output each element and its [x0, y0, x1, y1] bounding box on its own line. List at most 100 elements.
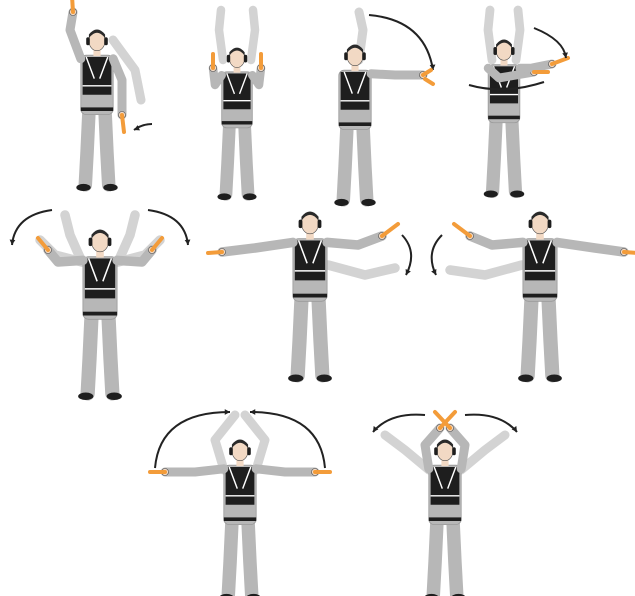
- arm: [222, 242, 293, 252]
- motion-arrow: [432, 235, 442, 275]
- safety-vest: [223, 74, 250, 110]
- right-leg: [512, 121, 516, 191]
- safety-vest: [525, 241, 555, 281]
- left-leg: [528, 299, 532, 375]
- marshaller-figure-2: [197, 0, 297, 190]
- left-ear-defender: [227, 55, 230, 63]
- left-ear-defender: [86, 37, 90, 45]
- right-ear-defender: [318, 220, 322, 229]
- arm: [113, 59, 122, 115]
- ghost-arm: [488, 10, 492, 60]
- marshaller-figure-5: [5, 200, 195, 400]
- arm: [70, 12, 81, 59]
- left-leg: [433, 523, 437, 595]
- safety-vest: [226, 467, 255, 505]
- left-leg: [85, 113, 89, 185]
- left-ear-defender: [529, 220, 533, 229]
- left-ear-defender: [344, 52, 348, 60]
- safety-vest: [83, 57, 112, 95]
- right-ear-defender: [104, 37, 108, 45]
- arm: [557, 242, 624, 252]
- left-shoe: [518, 374, 533, 382]
- ghost-arm: [219, 10, 223, 60]
- marshaller-figure-3: [325, 0, 425, 190]
- motion-arrow: [402, 235, 411, 275]
- arm: [520, 64, 552, 68]
- left-leg: [298, 299, 302, 375]
- right-leg: [105, 113, 109, 185]
- wand: [72, 0, 73, 12]
- left-ear-defender: [229, 447, 233, 455]
- belt: [429, 517, 461, 521]
- motion-arrow: [534, 28, 566, 58]
- safety-vest: [431, 467, 460, 505]
- left-leg: [226, 126, 229, 194]
- ghost-arm: [516, 10, 520, 60]
- left-ear-defender: [89, 238, 93, 247]
- ghost-arm: [245, 415, 265, 470]
- right-leg: [319, 299, 323, 375]
- right-ear-defender: [108, 238, 112, 247]
- left-ear-defender: [493, 47, 497, 55]
- left-ear-defender: [299, 220, 303, 229]
- marshaller-figure-8: [145, 400, 335, 596]
- wand: [382, 224, 398, 236]
- right-ear-defender: [511, 47, 515, 55]
- right-ear-defender: [244, 55, 247, 63]
- marshaller-figure-4: [462, 0, 572, 190]
- motion-arrow: [465, 415, 517, 432]
- right-leg: [248, 523, 252, 595]
- arrowhead: [10, 240, 16, 245]
- wand: [425, 79, 433, 84]
- arm: [256, 469, 315, 472]
- arm: [371, 74, 423, 75]
- ghost-arm: [450, 265, 522, 275]
- left-ear-defender: [434, 447, 438, 455]
- ghost-arm: [328, 265, 395, 275]
- right-ear-defender: [452, 447, 456, 455]
- right-shoe: [547, 374, 562, 382]
- right-shoe: [510, 190, 524, 197]
- right-leg: [109, 317, 113, 393]
- arm: [470, 236, 523, 245]
- marshaller-figure-6: [205, 200, 425, 400]
- wand: [624, 252, 635, 253]
- ghost-arm: [215, 415, 235, 470]
- arm: [327, 236, 382, 245]
- belt: [339, 122, 371, 126]
- marshaller-figure-1: [52, 0, 152, 190]
- right-leg: [549, 299, 553, 375]
- belt: [222, 121, 253, 124]
- left-leg: [228, 523, 232, 595]
- right-ear-defender: [247, 447, 251, 455]
- left-leg: [493, 121, 497, 191]
- right-leg: [245, 126, 248, 194]
- left-leg: [343, 128, 347, 200]
- safety-vest: [85, 259, 115, 299]
- belt: [293, 294, 327, 298]
- motion-arrow: [369, 15, 433, 70]
- right-ear-defender: [548, 220, 552, 229]
- right-shoe: [107, 392, 122, 400]
- arrowhead: [250, 409, 255, 415]
- marshaller-figure-7: [425, 200, 635, 400]
- left-shoe: [78, 392, 93, 400]
- left-shoe: [76, 184, 90, 191]
- safety-vest: [295, 241, 325, 281]
- motion-arrow: [373, 415, 425, 432]
- right-leg: [453, 523, 457, 595]
- right-leg: [363, 128, 367, 200]
- right-ear-defender: [362, 52, 366, 60]
- ghost-arm: [251, 10, 255, 60]
- right-shoe: [317, 374, 332, 382]
- marshaller-figure-9: [360, 400, 535, 596]
- left-leg: [88, 317, 92, 393]
- arm: [165, 469, 224, 472]
- wand: [552, 58, 568, 64]
- arrowhead: [225, 409, 230, 415]
- belt: [488, 116, 520, 120]
- left-shoe: [288, 374, 303, 382]
- wand: [208, 252, 222, 253]
- left-shoe: [484, 190, 498, 197]
